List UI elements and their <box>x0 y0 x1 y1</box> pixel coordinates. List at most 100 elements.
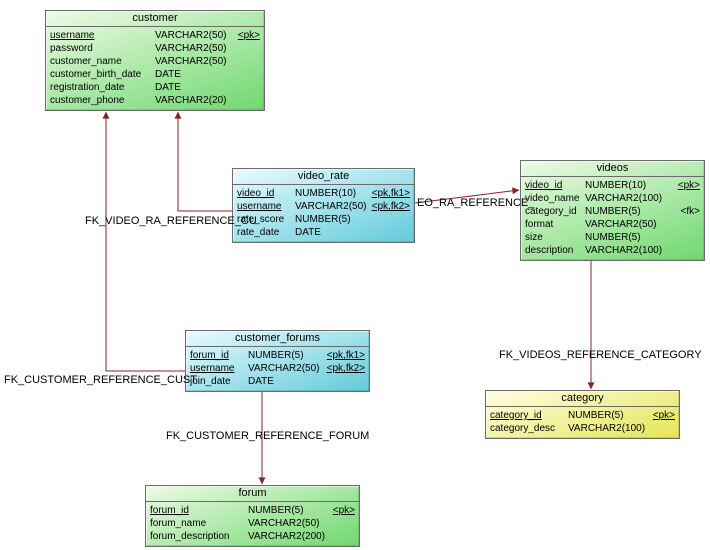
column-row-category_id: category_id NUMBER(5) <pk> <box>486 409 679 422</box>
column-name: forum_id <box>190 350 229 361</box>
column-type: DATE <box>155 69 181 80</box>
column-type: NUMBER(10) <box>585 180 647 191</box>
column-type: NUMBER(5) <box>295 214 351 225</box>
column-row-customer_name: customer_name VARCHAR2(50) <box>46 55 264 68</box>
column-type: NUMBER(5) <box>248 350 304 361</box>
column-name: registration_date <box>50 82 125 93</box>
column-type: NUMBER(5) <box>585 232 641 243</box>
column-key: <pk,fk1> <box>371 188 410 199</box>
column-row-rate_score: rate_score NUMBER(5) <box>233 213 414 226</box>
column-name: password <box>50 43 93 54</box>
column-row-description: description VARCHAR2(100) <box>521 244 704 257</box>
column-row-video_id: video_id NUMBER(10) <pk> <box>521 179 704 192</box>
column-row-size: size NUMBER(5) <box>521 231 704 244</box>
column-type: NUMBER(5) <box>585 206 641 217</box>
table-title: customer <box>46 11 264 27</box>
column-row-username: username VARCHAR2(50) <pk> <box>46 29 264 42</box>
column-name: size <box>525 232 543 243</box>
column-name: category_desc <box>490 423 556 434</box>
column-row-username: username VARCHAR2(50) <pk,fk2> <box>233 200 414 213</box>
table-columns: category_id NUMBER(5) <pk> category_desc VAR… <box>486 407 679 438</box>
column-type: VARCHAR2(50) <box>155 30 227 41</box>
column-type: NUMBER(10) <box>295 188 357 199</box>
column-type: DATE <box>155 82 181 93</box>
column-key: <pk> <box>332 505 355 516</box>
column-type: VARCHAR2(100) <box>585 245 663 256</box>
relationship-line-fk_video_ra_reference_videos[interactable] <box>414 187 520 204</box>
entity-table-customer_forums[interactable]: customer_forums forum_id NUMBER(5) <pk,fk1>… <box>185 330 370 392</box>
column-name: video_id <box>525 180 563 191</box>
column-name: forum_description <box>150 531 230 542</box>
column-name: username <box>50 30 95 41</box>
relationship-line-fk_video_ra_reference_cu[interactable] <box>174 111 232 212</box>
column-type: VARCHAR2(50) <box>585 219 657 230</box>
column-type: NUMBER(5) <box>568 410 624 421</box>
column-type: DATE <box>248 376 274 387</box>
relationship-line-fk_customer_reference_cust[interactable] <box>102 111 185 372</box>
column-type: VARCHAR2(50) <box>155 56 227 67</box>
column-row-password: password VARCHAR2(50) <box>46 42 264 55</box>
column-key: <pk> <box>237 30 260 41</box>
column-type: VARCHAR2(50) <box>295 201 367 212</box>
column-name: forum_name <box>150 518 207 529</box>
column-row-username: username VARCHAR2(50) <pk,fk2> <box>186 362 369 375</box>
column-row-customer_birth_date: customer_birth_date DATE <box>46 68 264 81</box>
table-columns: video_id NUMBER(10) <pk,fk1> username VARCHA… <box>233 185 414 242</box>
column-row-join_date: join_date DATE <box>186 375 369 388</box>
column-type: NUMBER(5) <box>248 505 304 516</box>
column-type: VARCHAR2(20) <box>155 95 227 106</box>
column-row-video_id: video_id NUMBER(10) <pk,fk1> <box>233 187 414 200</box>
column-type: VARCHAR2(50) <box>155 43 227 54</box>
column-row-rate_date: rate_date DATE <box>233 226 414 239</box>
column-name: username <box>237 201 282 212</box>
column-row-forum_id: forum_id NUMBER(5) <pk,fk1> <box>186 349 369 362</box>
column-name: join_date <box>190 376 231 387</box>
table-title: category <box>486 391 679 407</box>
table-title: customer_forums <box>186 331 369 347</box>
column-name: description <box>525 245 574 256</box>
column-name: customer_name <box>50 56 122 67</box>
column-row-forum_id: forum_id NUMBER(5) <pk> <box>146 504 359 517</box>
column-name: rate_score <box>237 214 285 225</box>
column-name: category_id <box>525 206 577 217</box>
column-name: video_id <box>237 188 275 199</box>
column-name: format <box>525 219 554 230</box>
column-key: <pk,fk2> <box>326 363 365 374</box>
column-key: <pk,fk2> <box>371 201 410 212</box>
column-row-category_id: category_id NUMBER(5) <fk> <box>521 205 704 218</box>
column-name: username <box>190 363 235 374</box>
column-name: forum_id <box>150 505 189 516</box>
column-key: <pk,fk1> <box>326 350 365 361</box>
column-name: category_id <box>490 410 542 421</box>
column-row-registration_date: registration_date DATE <box>46 81 264 94</box>
column-name: video_name <box>525 193 580 204</box>
table-title: forum <box>146 486 359 502</box>
column-type: VARCHAR2(100) <box>568 423 646 434</box>
table-title: videos <box>521 161 704 177</box>
column-row-forum_description: forum_description VARCHAR2(200) <box>146 530 359 543</box>
column-type: VARCHAR2(50) <box>248 363 320 374</box>
column-row-category_desc: category_desc VARCHAR2(100) <box>486 422 679 435</box>
column-key: <fk> <box>680 206 700 217</box>
column-type: DATE <box>295 227 321 238</box>
column-row-format: format VARCHAR2(50) <box>521 218 704 231</box>
column-name: rate_date <box>237 227 280 238</box>
column-type: VARCHAR2(50) <box>248 518 320 529</box>
column-type: VARCHAR2(200) <box>248 531 326 542</box>
column-name: customer_birth_date <box>50 69 142 80</box>
column-key: <pk> <box>652 410 675 421</box>
column-key: <pk> <box>677 180 700 191</box>
table-columns: forum_id NUMBER(5) <pk,fk1> username VARCHAR… <box>186 347 369 391</box>
